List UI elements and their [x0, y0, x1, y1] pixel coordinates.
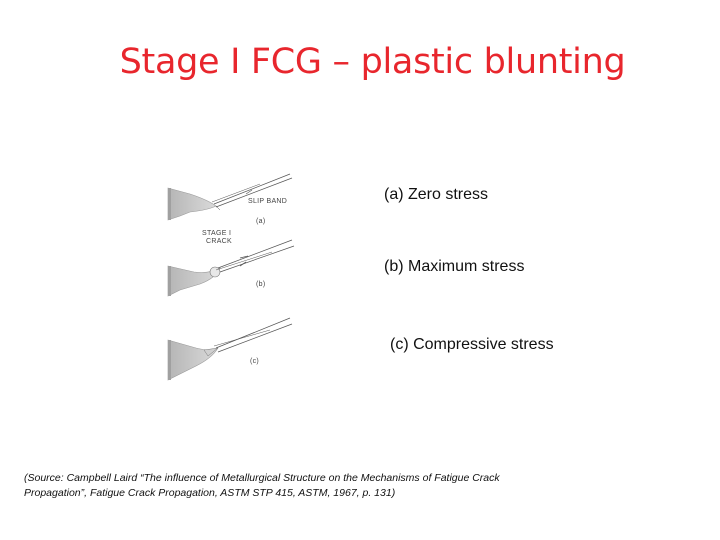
label-stage-line1: STAGE I — [202, 230, 232, 237]
specimen-a — [167, 187, 217, 221]
crack-blunting-figure: SLIP BAND (a) STAGE I CRACK (b) (c) — [160, 170, 320, 410]
specimen-b — [167, 265, 221, 297]
slip-line-a3 — [211, 183, 261, 203]
crack-pointer-a — [215, 205, 221, 211]
specimen-c — [167, 339, 219, 381]
slip-line-c3 — [213, 329, 271, 347]
label-slip-band: SLIP BAND — [248, 198, 288, 205]
caption-maximum-stress: (b) Maximum stress — [384, 258, 525, 275]
slip-line-a2 — [215, 177, 293, 208]
slip-pointer-a — [245, 189, 253, 195]
crack-diagram — [167, 173, 295, 381]
source-citation: (Source: Campbell Laird “The influence o… — [24, 472, 500, 499]
edge-shadow-b — [168, 266, 171, 296]
slip-line-b3 — [215, 251, 273, 271]
slide-title: Stage I FCG – plastic blunting — [119, 42, 626, 82]
label-stage-line2: CRACK — [206, 238, 233, 245]
label-panel-a: (a) — [256, 218, 266, 225]
label-panel-c: (c) — [250, 358, 260, 365]
sharpened-tip-c — [203, 347, 219, 357]
label-panel-b: (b) — [256, 281, 266, 288]
blunted-tip-b — [209, 266, 221, 278]
arrow-b2 — [239, 261, 247, 267]
caption-compressive-stress: (c) Compressive stress — [390, 336, 554, 353]
slip-line-c2 — [217, 323, 293, 353]
caption-zero-stress: (a) Zero stress — [384, 186, 489, 203]
slip-line-b1 — [217, 239, 293, 269]
slip-line-c1 — [215, 317, 291, 349]
edge-shadow-c — [168, 340, 171, 380]
slip-line-b2 — [219, 245, 295, 273]
slip-line-a1 — [213, 173, 291, 205]
arrow-b1 — [239, 255, 249, 259]
edge-shadow-a — [168, 188, 171, 220]
